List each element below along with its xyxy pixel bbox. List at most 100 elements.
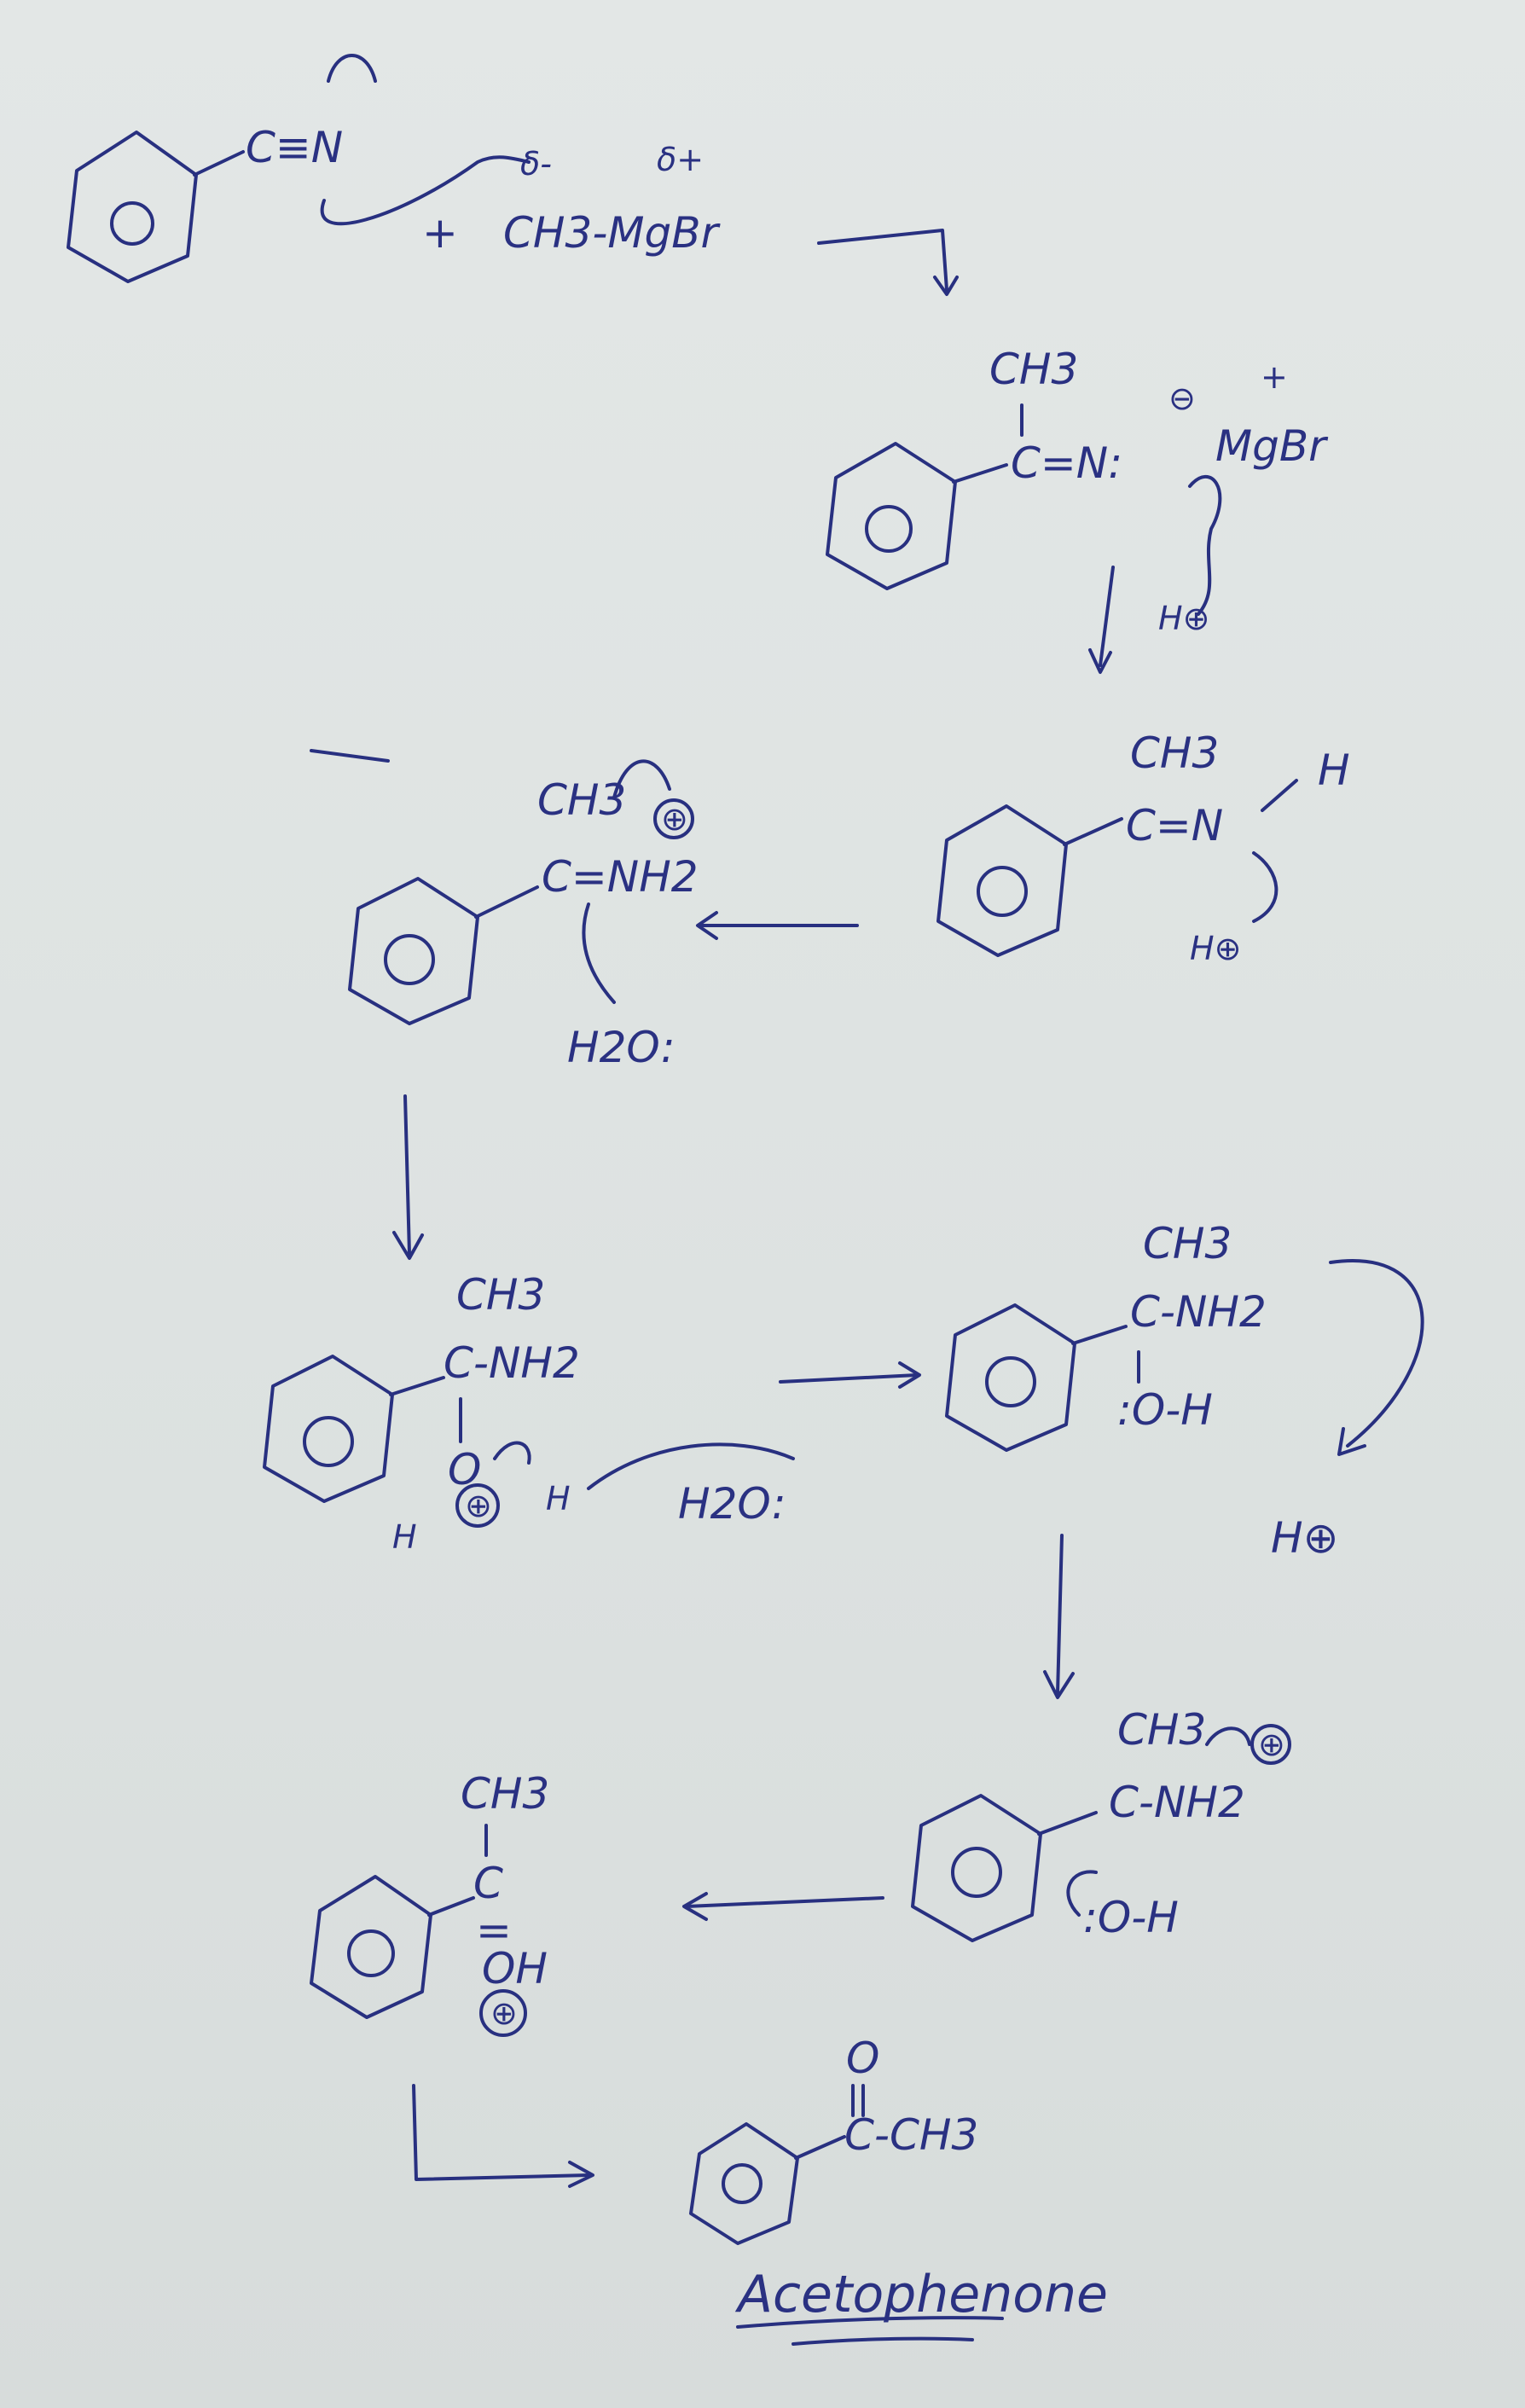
product-name: Acetophenone bbox=[734, 2265, 1108, 2324]
benzene-ring bbox=[911, 1794, 1042, 1942]
benzene-ring bbox=[310, 1875, 432, 2019]
proton-label: H⊕ bbox=[1158, 600, 1209, 637]
reaction-arrow-8 bbox=[412, 2084, 590, 2181]
bond bbox=[952, 463, 1008, 484]
benzene-ring bbox=[689, 2122, 799, 2245]
charge-circle bbox=[479, 1989, 527, 2037]
reaction-arrow-7 bbox=[685, 1896, 884, 1908]
arrowhead bbox=[1088, 648, 1112, 674]
positive-charge: ⊕ bbox=[661, 800, 688, 838]
protonated-amine: CH3 C-NH2 ⊕ :O-H bbox=[911, 1705, 1291, 1942]
methyl-label: CH3 bbox=[989, 345, 1078, 394]
arrowhead bbox=[898, 1361, 921, 1389]
arrowhead bbox=[568, 2161, 594, 2188]
aromatic-circle bbox=[384, 934, 435, 985]
imine-label: C=N: bbox=[1011, 438, 1122, 488]
arrowhead bbox=[682, 1892, 708, 1921]
carbinolamine: CH3 C-NH2 :O-H H⊕ bbox=[945, 1219, 1424, 1563]
hydroxyl-label: :O-H bbox=[1083, 1893, 1179, 1942]
underline bbox=[736, 2316, 1004, 2329]
water-label: H2O: bbox=[567, 1023, 676, 1072]
aromatic-circle bbox=[110, 201, 154, 246]
arrowhead bbox=[933, 276, 959, 296]
reaction-arrow-1 bbox=[817, 229, 948, 292]
acetophenone-product: O C-CH3 bbox=[689, 2034, 978, 2245]
methyl-label: CH3 bbox=[1130, 728, 1219, 778]
positive-charge: + bbox=[1261, 358, 1288, 396]
bond bbox=[1071, 1325, 1128, 1345]
curly-arrow bbox=[1188, 474, 1222, 616]
leaving-group-arrow bbox=[1205, 1726, 1251, 1746]
amine-label: C-NH2 bbox=[1130, 1287, 1267, 1337]
reaction-arrow-2 bbox=[1099, 566, 1115, 667]
oxygen-label: OH bbox=[482, 1944, 548, 1993]
methyl-label: CH3 bbox=[1117, 1705, 1206, 1755]
curly-arrow bbox=[493, 1441, 531, 1465]
benzene-ring bbox=[945, 1303, 1076, 1452]
protonation-arrow bbox=[1329, 1259, 1424, 1448]
negative-charge: ⊖ bbox=[1168, 380, 1196, 417]
protonated-carbinolamine: CH3 C-NH2 O ⊕ H H H2O: bbox=[263, 1270, 795, 1556]
plus-sign: + bbox=[422, 208, 458, 258]
curly-arrow bbox=[1252, 851, 1279, 923]
bond bbox=[427, 1896, 475, 1917]
hydrogen-label: H bbox=[1318, 746, 1350, 795]
charge-circle bbox=[455, 1483, 500, 1528]
deprotonation-arrow bbox=[587, 1442, 795, 1490]
protonated-ketone: CH3 C = OH ⊕ bbox=[310, 1769, 549, 2037]
hydrogen-left: H bbox=[392, 1518, 417, 1556]
bond bbox=[389, 1376, 445, 1396]
benzene-ring bbox=[348, 877, 479, 1025]
imine-magnesium-salt: CH3 C=N: ⊖ + MgBr H⊕ bbox=[826, 345, 1329, 674]
pi-bond-arrow bbox=[612, 759, 671, 799]
partial-positive: δ+ bbox=[657, 141, 704, 178]
lone-pair-arrow bbox=[327, 54, 377, 83]
aromatic-circle bbox=[722, 2163, 762, 2204]
methyl-label: CH3 bbox=[537, 775, 626, 825]
grignard-label: CH3-MgBr bbox=[503, 208, 722, 258]
nitrile-label: C≡N bbox=[246, 123, 343, 172]
acetyl-label: C-CH3 bbox=[844, 2110, 978, 2160]
benzene-ring bbox=[263, 1355, 394, 1503]
imine: CH3 C=N H H⊕ bbox=[936, 728, 1350, 967]
amine-label: C-NH2 bbox=[1109, 1778, 1245, 1827]
arrowhead bbox=[392, 1231, 424, 1260]
hydroxyl-label: :O-H bbox=[1117, 1385, 1213, 1435]
iminium-label: C=NH2 bbox=[542, 852, 699, 902]
bond bbox=[193, 150, 245, 177]
iminium-ion: CH3 C=NH2 ⊕ H2O: bbox=[348, 759, 699, 1072]
double-bond: = bbox=[476, 1906, 512, 1955]
imine-label: C=N bbox=[1126, 801, 1223, 850]
methyl-label: CH3 bbox=[1143, 1219, 1232, 1268]
benzene-ring bbox=[826, 442, 957, 590]
aromatic-circle bbox=[977, 866, 1028, 917]
benzene-ring bbox=[67, 131, 198, 283]
water-label: H2O: bbox=[678, 1479, 786, 1529]
stray-mark bbox=[310, 749, 390, 763]
aromatic-circle bbox=[951, 1847, 1002, 1898]
reaction-arrow-5 bbox=[779, 1373, 919, 1384]
positive-charge: ⊕ bbox=[1258, 1726, 1285, 1763]
charge-circle bbox=[653, 798, 694, 839]
bond bbox=[1063, 817, 1123, 846]
curly-arrow bbox=[1066, 1870, 1098, 1917]
charge-circle bbox=[1250, 1724, 1291, 1765]
aromatic-circle bbox=[347, 1929, 395, 1977]
bond bbox=[1037, 1811, 1098, 1836]
amine-label: C-NH2 bbox=[444, 1338, 580, 1388]
attack-arrow bbox=[320, 155, 531, 226]
aromatic-circle bbox=[985, 1356, 1036, 1407]
aromatic-circle bbox=[303, 1416, 354, 1467]
water-attack-arrow bbox=[582, 902, 616, 1004]
proton-label: H⊕ bbox=[1190, 930, 1241, 967]
positive-charge: ⊕ bbox=[490, 1994, 518, 2032]
arrowhead bbox=[696, 911, 718, 940]
benzonitrile: C≡N bbox=[67, 54, 377, 283]
benzene-ring bbox=[936, 804, 1068, 957]
underline bbox=[791, 2336, 974, 2346]
carbon-label: C bbox=[473, 1859, 503, 1908]
reaction-arrow-6 bbox=[1056, 1534, 1064, 1695]
arrowhead bbox=[1043, 1670, 1075, 1699]
